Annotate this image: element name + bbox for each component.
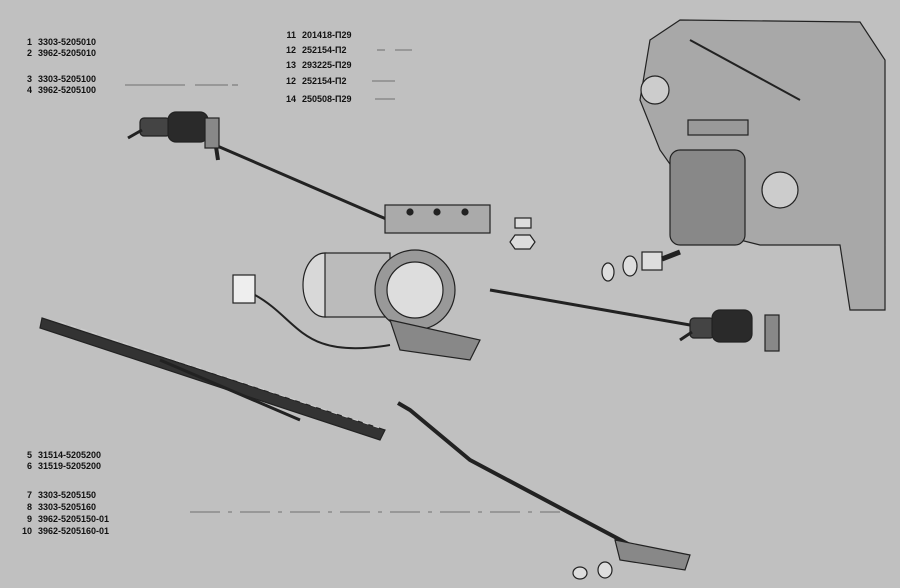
fasteners bbox=[509, 217, 681, 580]
right-pivot-assembly bbox=[679, 309, 780, 352]
wiper-blade bbox=[39, 317, 386, 441]
wiper-motor bbox=[302, 204, 491, 361]
motor-cable bbox=[232, 274, 391, 350]
wiper-arm bbox=[396, 401, 691, 571]
leader-lines bbox=[125, 49, 560, 513]
left-pivot-assembly bbox=[127, 111, 220, 149]
door-panel bbox=[639, 19, 886, 311]
